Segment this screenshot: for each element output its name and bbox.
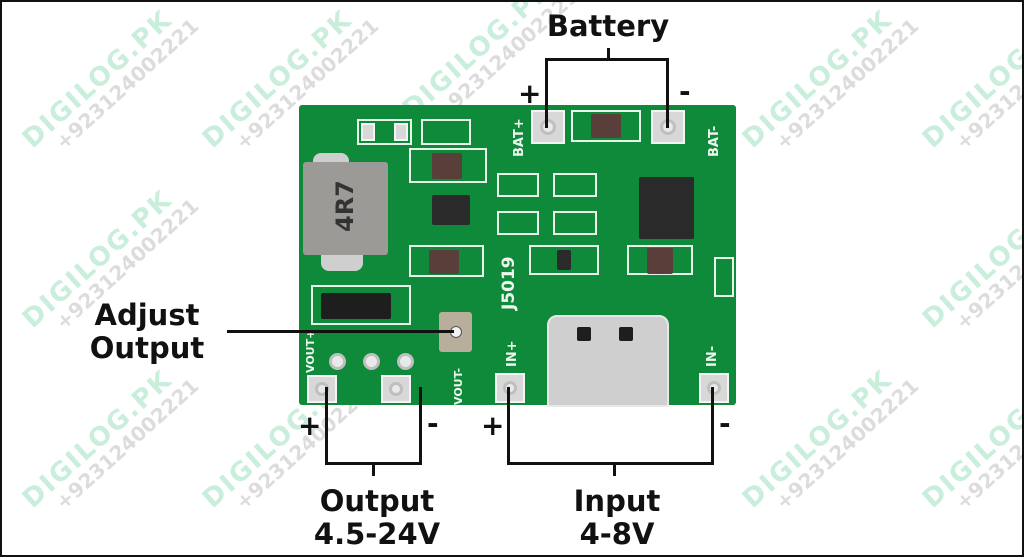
watermark: DIGILOG.PK+923124002221 [17,4,204,155]
j5019-ic [639,177,694,239]
pad [394,123,408,141]
bracket-line [613,462,616,476]
output-label: Output 4.5-24V [292,485,462,551]
watermark: DIGILOG.PK+923124002221 [737,364,924,515]
battery-plus-sign: + [518,77,542,110]
watermark: DIGILOG.PK+923124002221 [917,364,1024,515]
adjust-line2: Output [89,331,205,365]
capacitor-outline [409,148,487,183]
pcb-board: 4R7 VOUT+ VOUT- J5019 BAT+ [299,105,736,407]
resistor [421,119,471,145]
watermark: DIGILOG.PK+923124002221 [917,184,1024,335]
input-minus-sign: - [719,407,731,440]
silk-bat-minus: BAT- [707,125,722,157]
adjust-output-label: Adjust Output [82,299,212,365]
capacitor [429,250,459,274]
output-line1: Output [319,484,435,518]
capacitor [591,114,621,138]
bracket-line [372,462,375,476]
diode [321,293,391,319]
input-line1: Input [573,484,661,518]
bat-plus-pad[interactable] [531,110,565,144]
input-plus-sign: + [481,409,505,442]
watermark: DIGILOG.PK+923124002221 [17,364,204,515]
silk-vout-plus: VOUT+ [304,329,317,373]
battery-label: Battery [546,9,670,43]
capacitor-outline [627,245,693,275]
potentiometer[interactable] [439,312,472,352]
diode-small [557,250,571,270]
diode-outline [311,285,411,325]
output-line2: 4.5-24V [313,517,441,551]
capacitor-outline [571,110,641,142]
pad [361,123,375,141]
bracket-line [711,387,714,464]
bracket-line [507,462,714,465]
led-red [497,173,539,197]
input-line2: 4-8V [579,517,655,551]
resistor-vertical [714,257,734,297]
bracket-line [507,387,510,464]
sot-ic [432,195,470,225]
hole [363,353,380,370]
output-minus-sign: - [427,407,439,440]
pointer-line [227,330,454,333]
input-label: Input 4-8V [542,485,692,551]
output-plus-sign: + [298,409,322,442]
watermark: DIGILOG.PK+923124002221 [737,4,924,155]
battery-minus-sign: - [679,75,691,108]
bracket-line [607,48,610,60]
silk-chip-id: J5019 [499,256,519,310]
capacitor [647,248,673,274]
silk-vout-minus: VOUT- [452,367,465,405]
silk-bat-plus: BAT+ [512,118,527,157]
in-plus-pad[interactable] [495,373,525,403]
bracket-line [419,387,422,464]
silk-in-plus: IN+ [505,340,520,367]
inductor-pad [321,255,363,271]
capacitor-outline [409,245,484,277]
silk-in-minus: IN- [705,345,720,367]
usb-c-connector[interactable] [547,315,669,407]
resistor [357,119,412,145]
resistor [553,173,597,197]
adjust-line1: Adjust [94,298,200,332]
capacitor [432,153,462,179]
vout-minus-pad[interactable] [381,375,411,403]
watermark: DIGILOG.PK+923124002221 [917,4,1024,155]
bracket-line [545,58,548,128]
hole [329,353,346,370]
bracket-line [666,58,669,128]
hole [397,353,414,370]
in-minus-pad[interactable] [699,373,729,403]
bracket-line [545,58,669,61]
capacitor-outline [529,245,599,275]
led-blue [497,211,539,235]
inductor: 4R7 [303,162,388,255]
bracket-line [325,387,328,464]
vout-plus-pad[interactable] [307,375,337,403]
resistor [553,211,597,235]
